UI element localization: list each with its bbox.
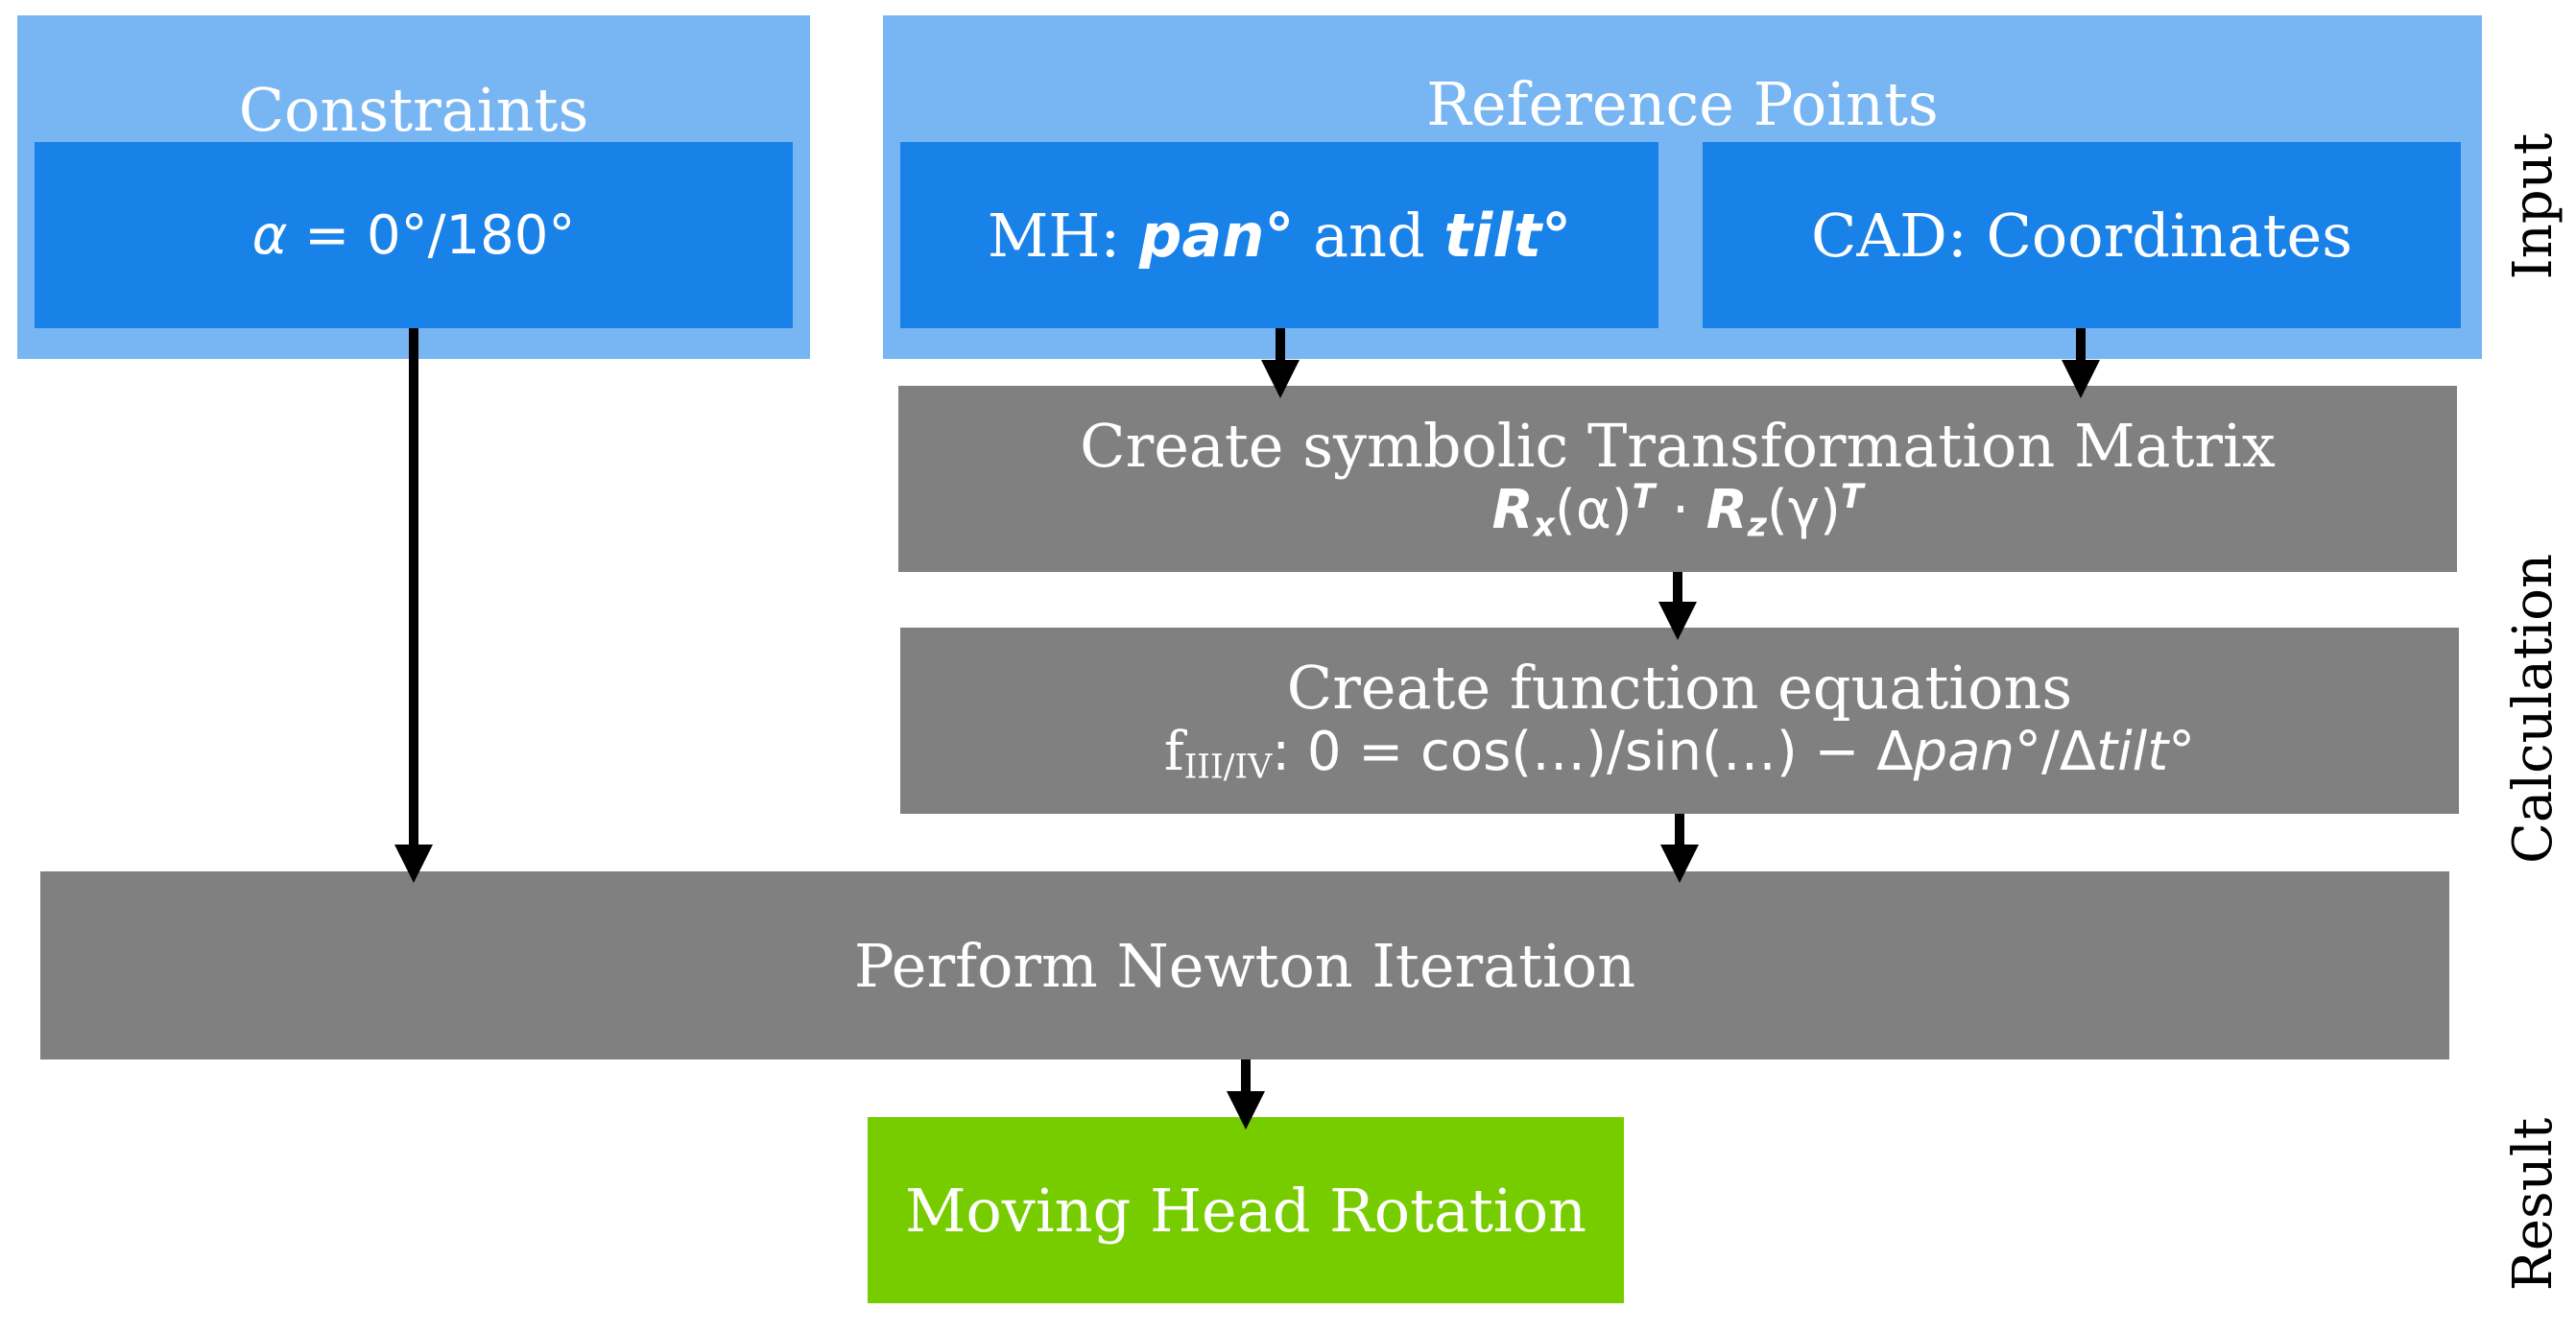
cad-box: CAD: Coordinates	[1703, 142, 2461, 328]
function-equations-formula: fIII/IV: 0 = cos(…)/sin(…) − Δpan°/Δtilt…	[1163, 721, 2196, 788]
function-equations-box: Create function equations fIII/IV: 0 = c…	[900, 628, 2459, 814]
mh-box: MH: pan° and tilt°	[900, 142, 1658, 328]
transformation-matrix-box: Create symbolic Transformation Matrix Rx…	[898, 386, 2457, 572]
newton-iteration-box: Perform Newton Iteration	[40, 871, 2449, 1059]
result-box: Moving Head Rotation	[868, 1117, 1624, 1303]
constraints-title: Constraints	[238, 75, 589, 145]
result-label: Moving Head Rotation	[904, 1175, 1586, 1246]
reference-points-title: Reference Points	[1426, 69, 1939, 139]
reference-points-group: Reference Points MH: pan° and tilt° CAD:…	[883, 15, 2482, 359]
transformation-formula: Rx(α)T · Rz(γ)T	[1491, 478, 1864, 546]
newton-iteration-label: Perform Newton Iteration	[853, 930, 1636, 1001]
mh-label: MH: pan° and tilt°	[987, 200, 1572, 271]
function-equations-title: Create function equations	[1286, 653, 2073, 724]
transformation-title: Create symbolic Transformation Matrix	[1080, 411, 2276, 482]
constraints-formula-box: α = 0°/180°	[35, 142, 793, 328]
cad-label: CAD: Coordinates	[1810, 200, 2353, 271]
constraints-group: Constraints α = 0°/180°	[17, 15, 810, 359]
constraints-formula: α = 0°/180°	[251, 203, 576, 267]
